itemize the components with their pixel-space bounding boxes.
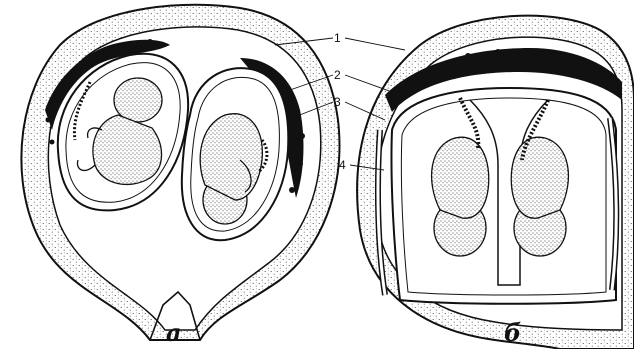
caption-a: а [166,320,182,346]
label-4: 4 [339,158,346,172]
label-3: 3 [334,95,341,109]
chorion-b [391,88,616,304]
caption-b: б [504,320,521,346]
label-2: 2 [334,68,341,82]
label-1: 1 [334,31,341,45]
diagram-b [357,16,634,349]
diagram-a [21,5,339,340]
